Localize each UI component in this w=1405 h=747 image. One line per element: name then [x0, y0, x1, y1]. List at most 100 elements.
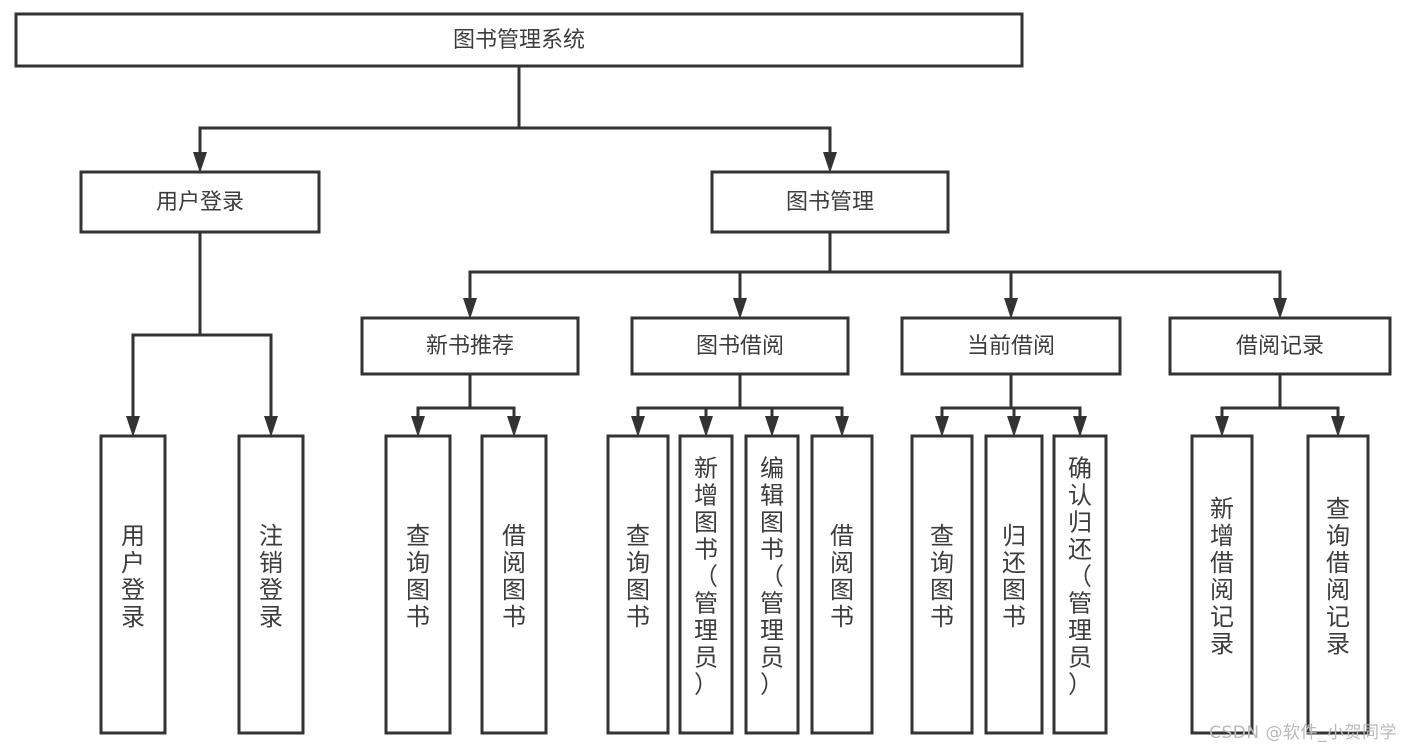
connector-bookmgmt-to-current	[828, 232, 1018, 319]
arrow-head-icon	[823, 152, 837, 173]
arrow-head-icon	[463, 298, 477, 319]
node-box[interactable]	[810, 434, 874, 735]
node-leaf-rec-add[interactable]: 新增借阅记录	[1190, 434, 1254, 735]
node-box[interactable]	[1168, 316, 1392, 376]
node-label: 借阅记录	[1236, 334, 1324, 359]
node-leaf-bw-add[interactable]: 新增图书（管理员）	[678, 434, 734, 735]
node-box[interactable]	[79, 170, 321, 234]
arrow-head-icon	[193, 152, 207, 173]
node-label: 借阅图书	[830, 522, 854, 631]
connector-borrow-to-leaf-bw-query	[631, 374, 742, 437]
node-newbook[interactable]: 新书推荐	[360, 316, 580, 376]
arrow-head-icon	[1073, 416, 1087, 437]
connector-root-to-login	[193, 66, 521, 173]
node-box[interactable]	[1052, 434, 1108, 735]
connector-bookmgmt-to-borrow	[733, 232, 832, 319]
node-label: 新书推荐	[426, 334, 514, 359]
node-records[interactable]: 借阅记录	[1168, 316, 1392, 376]
node-leaf-bw-borrow[interactable]: 借阅图书	[810, 434, 874, 735]
node-box[interactable]	[99, 434, 167, 735]
node-leaf-bw-edit[interactable]: 编辑图书（管理员）	[744, 434, 800, 735]
node-label: 图书借阅	[696, 334, 784, 359]
connector-borrow-to-leaf-bw-borrow	[738, 374, 849, 437]
node-box[interactable]	[710, 170, 950, 234]
node-box[interactable]	[606, 434, 670, 735]
node-box[interactable]	[678, 434, 734, 735]
arrow-head-icon	[411, 416, 425, 437]
node-label: 当前借阅	[967, 334, 1055, 359]
arrow-head-icon	[765, 416, 779, 437]
arrow-head-icon	[631, 416, 645, 437]
connector-records-to-leaf-rec-query	[1278, 374, 1345, 437]
connector-root-to-bookmgmt	[517, 66, 837, 173]
node-box[interactable]	[14, 12, 1024, 68]
connector-borrow-to-leaf-bw-edit	[738, 374, 779, 437]
node-label: 新增借阅记录	[1210, 495, 1234, 658]
node-leaf-cur-return[interactable]: 归还图书	[984, 434, 1044, 735]
node-label: 查询借阅记录	[1326, 495, 1350, 658]
node-label: 图书管理	[786, 190, 874, 215]
connector-current-to-leaf-cur-confirm	[1009, 374, 1087, 437]
node-box[interactable]	[384, 434, 452, 735]
arrow-head-icon	[1004, 298, 1018, 319]
node-label: 新增图书（管理员）	[694, 455, 718, 699]
connector-current-to-leaf-cur-return	[1007, 374, 1021, 437]
arrow-head-icon	[733, 298, 747, 319]
node-leaf-user-logout[interactable]: 注销登录	[237, 434, 305, 735]
node-leaf-nb-borrow[interactable]: 借阅图书	[480, 434, 548, 735]
node-leaf-nb-query[interactable]: 查询图书	[384, 434, 452, 735]
connector-records-to-leaf-rec-add	[1215, 374, 1282, 437]
node-current[interactable]: 当前借阅	[900, 316, 1122, 376]
node-box[interactable]	[1306, 434, 1370, 735]
connector-newbook-to-leaf-nb-query	[411, 374, 472, 437]
watermark-label: CSDN @软件_小贺同学	[1209, 723, 1397, 743]
arrow-head-icon	[699, 416, 713, 437]
node-label: 借阅图书	[502, 522, 526, 631]
node-leaf-bw-query[interactable]: 查询图书	[606, 434, 670, 735]
connector-newbook-to-leaf-nb-borrow	[468, 374, 521, 437]
node-box[interactable]	[910, 434, 974, 735]
node-label: 用户登录	[156, 190, 244, 215]
arrow-head-icon	[935, 416, 949, 437]
node-leaf-user-login[interactable]: 用户登录	[99, 434, 167, 735]
node-label: 编辑图书（管理员）	[760, 455, 784, 699]
arrow-head-icon	[264, 416, 278, 437]
node-box[interactable]	[900, 316, 1122, 376]
connector-bookmgmt-to-newbook	[463, 232, 832, 319]
connector-login-to-leaf-user-logout	[198, 232, 278, 437]
node-box[interactable]	[480, 434, 548, 735]
node-box[interactable]	[630, 316, 850, 376]
node-label: 图书管理系统	[453, 28, 585, 53]
arrow-head-icon	[1273, 298, 1287, 319]
node-box[interactable]	[744, 434, 800, 735]
node-label: 查询图书	[406, 522, 430, 631]
node-label: 注销登录	[259, 522, 283, 631]
node-leaf-cur-confirm[interactable]: 确认归还（管理员）	[1052, 434, 1108, 735]
node-box[interactable]	[1190, 434, 1254, 735]
node-leaf-cur-query[interactable]: 查询图书	[910, 434, 974, 735]
node-label: 查询图书	[930, 522, 954, 631]
arrow-head-icon	[1331, 416, 1345, 437]
node-leaf-rec-query[interactable]: 查询借阅记录	[1306, 434, 1370, 735]
connector-login-to-leaf-user-login	[126, 232, 202, 437]
node-label: 归还图书	[1002, 522, 1026, 631]
node-box[interactable]	[360, 316, 580, 376]
connector-borrow-to-leaf-bw-add	[699, 374, 742, 437]
arrow-head-icon	[507, 416, 521, 437]
node-bookmgmt[interactable]: 图书管理	[710, 170, 950, 234]
connector-bookmgmt-to-records	[828, 232, 1287, 319]
node-box[interactable]	[237, 434, 305, 735]
arrow-head-icon	[835, 416, 849, 437]
nodes-layer: 图书管理系统用户登录图书管理新书推荐图书借阅当前借阅借阅记录用户登录注销登录查询…	[14, 12, 1392, 735]
node-box[interactable]	[984, 434, 1044, 735]
arrow-head-icon	[126, 416, 140, 437]
arrow-head-icon	[1007, 416, 1021, 437]
node-borrow[interactable]: 图书借阅	[630, 316, 850, 376]
connector-current-to-leaf-cur-query	[935, 374, 1013, 437]
node-login[interactable]: 用户登录	[79, 170, 321, 234]
node-label: 用户登录	[121, 522, 145, 631]
connectors-layer	[126, 66, 1345, 437]
node-root[interactable]: 图书管理系统	[14, 12, 1024, 68]
